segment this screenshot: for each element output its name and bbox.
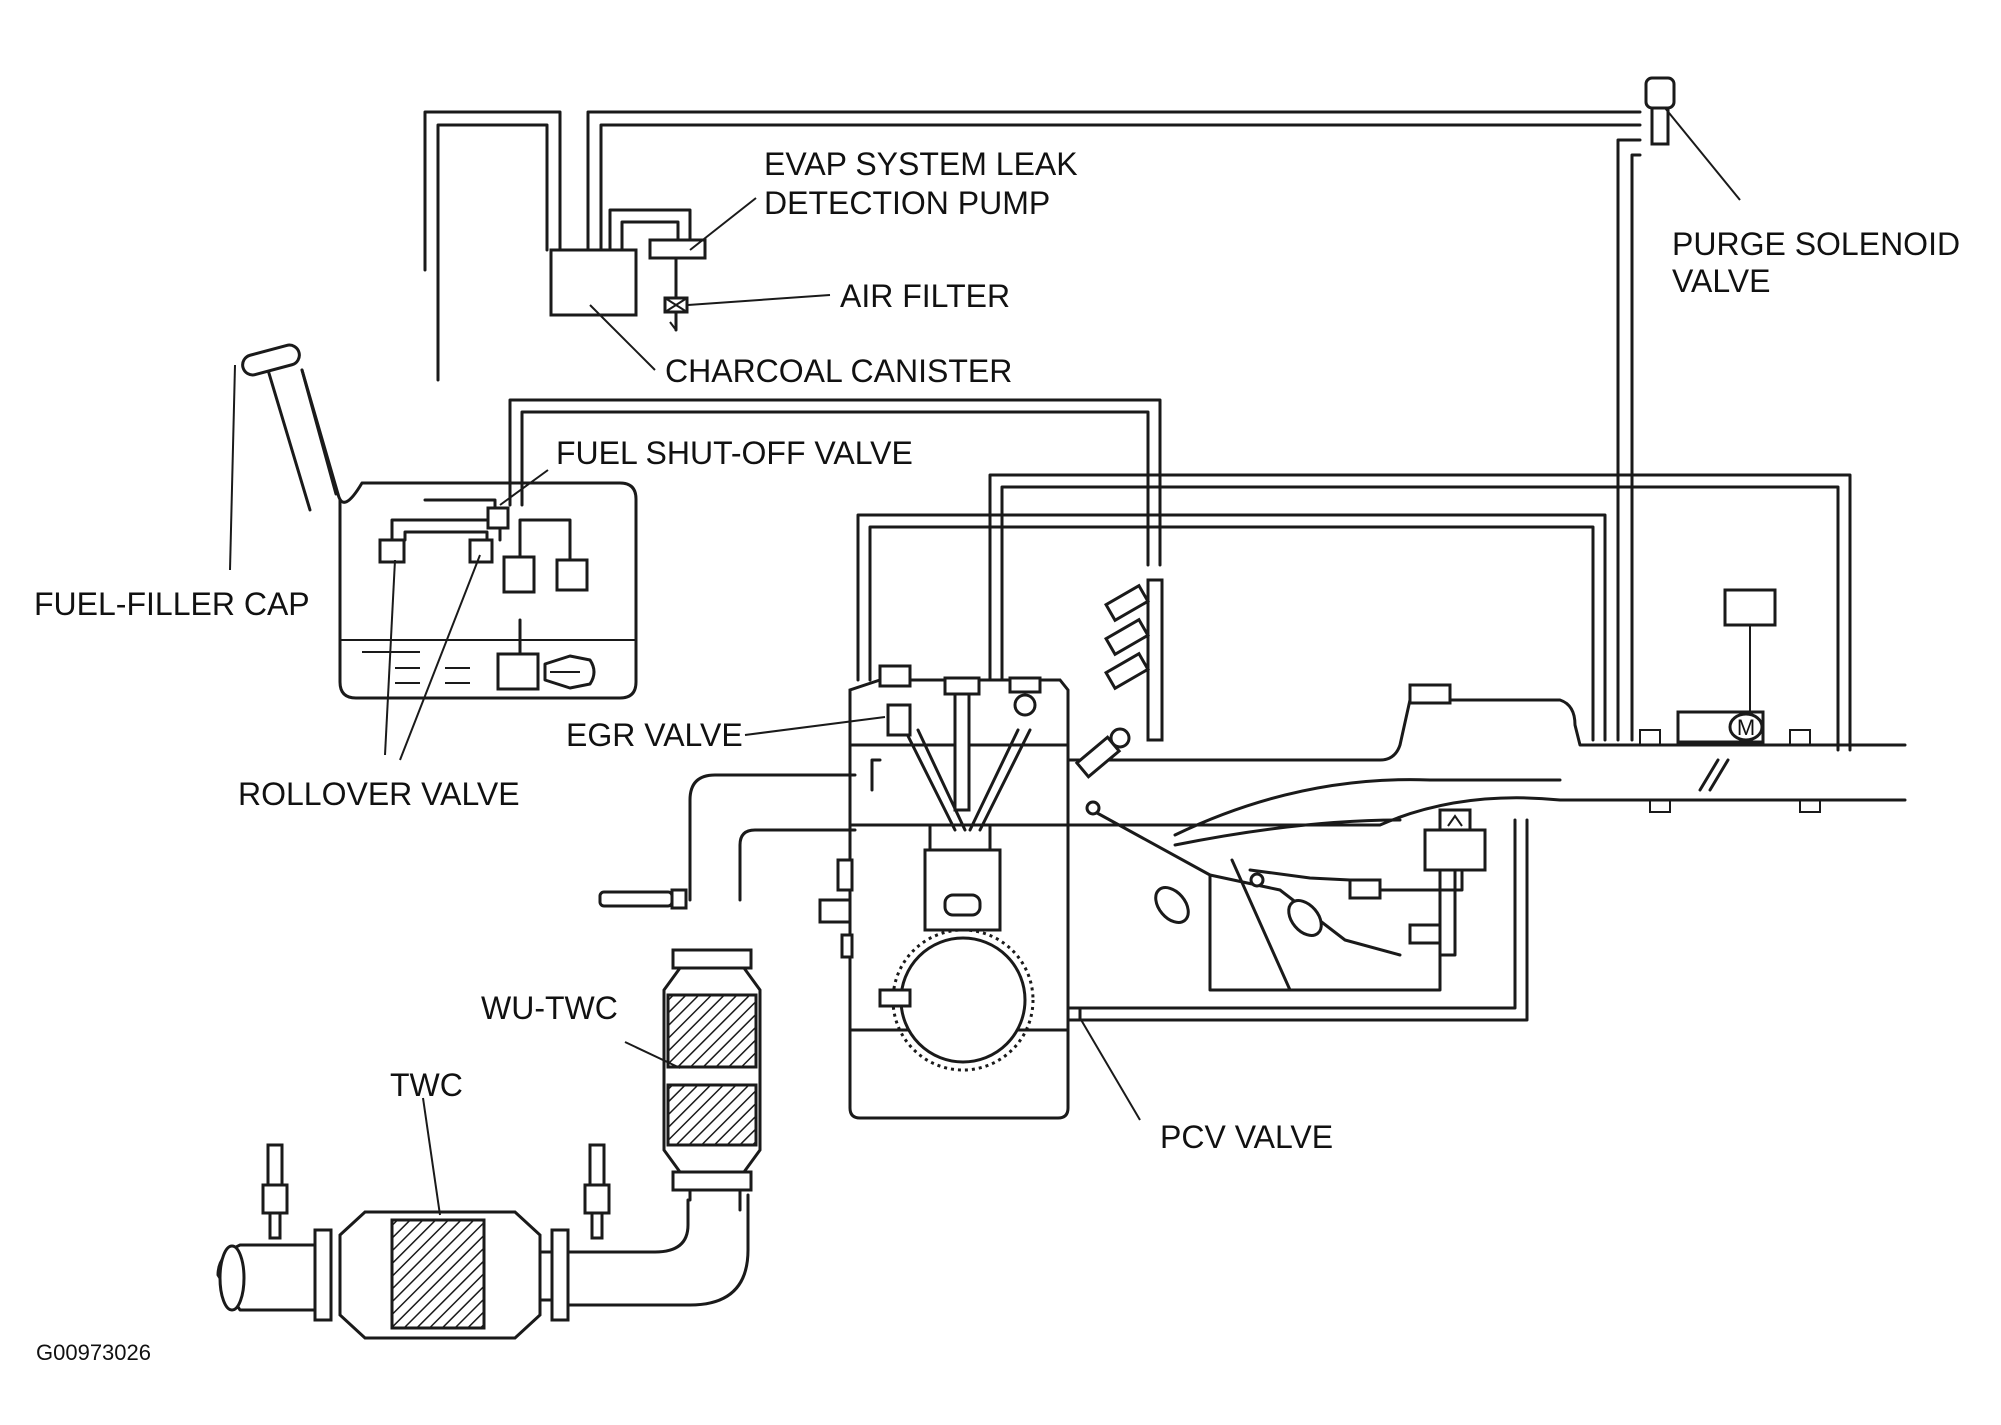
leak-detection-pump [648,238,707,300]
pcv-valve [1066,818,1529,1022]
label-fuel-filler-cap: FUEL-FILLER CAP [34,586,310,622]
leader-lines [229,107,1741,1216]
label-pcv-valve: PCV VALVE [1160,1119,1333,1155]
idle-motor: M [1676,588,1777,744]
label-charcoal-canister: CHARCOAL CANISTER [665,353,1012,389]
fuel-tank [241,343,638,700]
label-purge-line2: VALVE [1672,263,1770,299]
wu-twc-converter [662,948,762,1192]
label-fuel-shut-off-valve: FUEL SHUT-OFF VALVE [556,435,913,471]
figure-code: G00973026 [36,1340,151,1365]
label-evap-line2: DETECTION PUMP [764,185,1050,221]
air-filter [663,296,689,332]
twc-converter [338,1210,542,1340]
labels: EVAP SYSTEM LEAK DETECTION PUMP AIR FILT… [34,146,1960,1365]
oxygen-sensor-rear [261,1143,289,1240]
fuel-pump [496,555,596,691]
intake-manifold [1058,683,1907,847]
label-egr-valve: EGR VALVE [566,717,743,753]
oxygen-sensor-mid [583,1143,611,1240]
vacuum-components [1085,800,1487,992]
purge-solenoid-valve [1644,76,1676,146]
vapor-lines [423,110,1852,752]
label-wu-twc: WU-TWC [481,990,618,1026]
exhaust-pipe [216,773,857,1322]
label-rollover-valve: ROLLOVER VALVE [238,776,520,812]
label-twc: TWC [390,1067,463,1103]
egr-valve [870,664,912,792]
rollover-valve-1 [378,538,406,564]
oxygen-sensor-front [598,888,688,910]
rollover-valve-2 [468,538,494,564]
motor-symbol: M [1737,715,1755,740]
label-air-filter: AIR FILTER [840,278,1010,314]
engine-block [818,676,1070,1120]
label-purge-line1: PURGE SOLENOID [1672,226,1960,262]
fuel-shut-off-valve [486,506,510,530]
label-evap-line1: EVAP SYSTEM LEAK [764,146,1078,182]
fuel-injectors [1074,578,1164,779]
charcoal-canister [549,248,638,317]
